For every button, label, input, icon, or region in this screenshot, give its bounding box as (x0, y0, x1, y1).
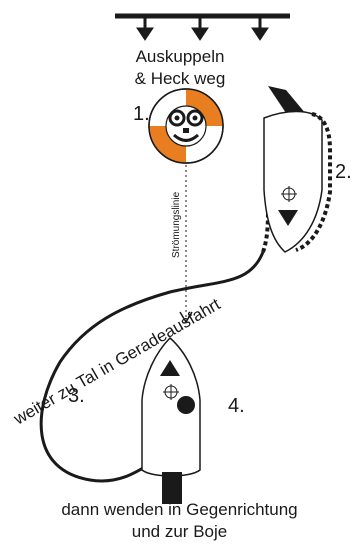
boat-4-icon (141, 336, 201, 504)
weir-arrows-icon (115, 13, 290, 41)
boat-2-icon (263, 86, 332, 253)
buoy-icon (148, 88, 224, 164)
heading-line2: & Heck weg (135, 69, 226, 88)
caption-line1: dann wenden in Gegenrichtung (61, 500, 298, 519)
current-arrow-icon (179, 311, 193, 324)
travel-path (39, 251, 265, 483)
step-3-label: 3. (68, 385, 85, 407)
step-2-label: 2. (335, 161, 352, 183)
step-4-label: 4. (228, 395, 245, 417)
caption-line2: und zur Boje (131, 522, 228, 541)
heading-line1: Auskuppeln (136, 47, 225, 66)
current-label: Strömungslinie (171, 191, 182, 258)
step-1-label: 1. (133, 103, 150, 125)
